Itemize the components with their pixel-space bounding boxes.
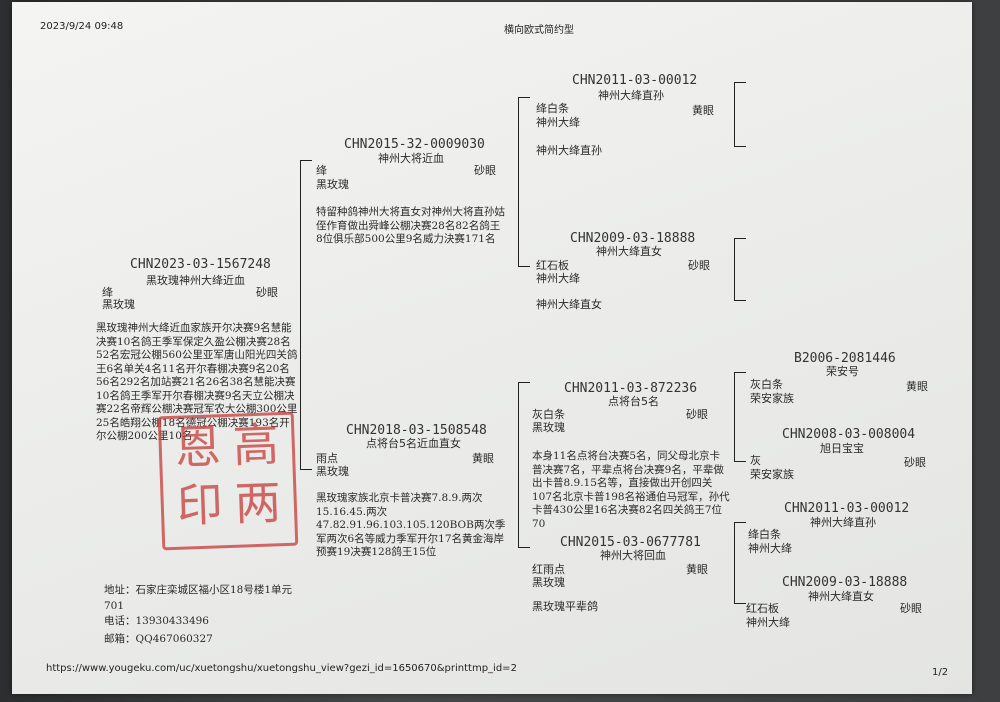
bracket-line bbox=[734, 146, 746, 147]
sire-notes: 特留种鸽神州大将直女对神州大将直孙姑侄作育做出舜峰公棚决赛28名82名鸽王8位俱… bbox=[316, 206, 505, 245]
dss-line: 荣安家族 bbox=[750, 392, 794, 405]
dss-name: 荣安号 bbox=[826, 365, 859, 378]
stamp-glyph: 印 bbox=[175, 477, 224, 533]
dss-eye: 黄眼 bbox=[906, 380, 928, 393]
bracket-line bbox=[734, 82, 735, 147]
ddd-line: 神州大绛 bbox=[746, 616, 790, 629]
subject-line: 黑玫瑰 bbox=[102, 298, 135, 311]
ddd-eye: 砂眼 bbox=[900, 602, 922, 615]
bracket-line bbox=[734, 603, 746, 604]
dd-eye: 黄眼 bbox=[686, 563, 708, 576]
bracket-line bbox=[300, 160, 312, 161]
ddd-ring: CHN2009-03-18888 bbox=[782, 575, 908, 590]
ss-line: 神州大绛 bbox=[536, 116, 580, 129]
dsd-ring: CHN2008-03-008004 bbox=[782, 427, 916, 442]
dam-ring: CHN2018-03-1508548 bbox=[346, 423, 487, 438]
dam-eye: 黄眼 bbox=[472, 452, 494, 465]
dss-color: 灰白条 bbox=[750, 378, 783, 391]
bracket-line bbox=[518, 266, 530, 267]
dss-ring: B2006-2081446 bbox=[794, 351, 896, 366]
bracket-line bbox=[518, 382, 530, 383]
dsd-name: 旭日宝宝 bbox=[820, 442, 864, 455]
bracket-line bbox=[734, 238, 735, 301]
subject-color: 绛 bbox=[102, 286, 113, 299]
bracket-line bbox=[518, 547, 530, 548]
sd-name: 神州大绛直女 bbox=[596, 245, 662, 258]
sire-eye: 砂眼 bbox=[474, 164, 496, 177]
subject-name: 黑玫瑰神州大绛近血 bbox=[146, 274, 245, 287]
contact-email: 邮箱：QQ467060327 bbox=[104, 633, 213, 645]
dds-ring: CHN2011-03-00012 bbox=[784, 501, 910, 516]
ds-name: 点将台5名 bbox=[608, 395, 659, 408]
ds-eye: 砂眼 bbox=[686, 408, 708, 421]
ddd-color: 红石板 bbox=[746, 602, 779, 615]
subject-ring: CHN2023-03-1567248 bbox=[130, 257, 271, 272]
dsd-line: 荣安家族 bbox=[750, 468, 794, 481]
bracket-line bbox=[518, 97, 519, 267]
bracket-line bbox=[300, 160, 301, 470]
sire-ring: CHN2015-32-0009030 bbox=[344, 137, 485, 152]
bracket-line bbox=[734, 238, 746, 239]
bracket-line bbox=[734, 300, 746, 301]
dsd-color: 灰 bbox=[750, 454, 761, 467]
dam-name: 点将台5名近血直女 bbox=[366, 437, 461, 450]
dd-ring: CHN2015-03-0677781 bbox=[560, 535, 701, 550]
sire-name: 神州大将近血 bbox=[378, 152, 444, 165]
dsd-eye: 砂眼 bbox=[904, 456, 926, 469]
bracket-line bbox=[734, 372, 735, 462]
stamp-glyph: 恩 bbox=[173, 419, 222, 475]
subject-notes: 黑玫瑰神州大绛近血家族开尔决赛9名慧能决赛10名鸽王季军保定久盈公棚决赛28名5… bbox=[96, 322, 298, 442]
dd-extra: 黑玫瑰平辈鸽 bbox=[532, 600, 598, 613]
ss-color: 绛白条 bbox=[536, 102, 569, 115]
ss-extra: 神州大绛直孙 bbox=[536, 144, 602, 157]
sd-color: 红石板 bbox=[536, 259, 569, 272]
dd-line: 黑玫瑰 bbox=[532, 576, 565, 589]
stamp-glyph: 高 bbox=[231, 417, 280, 473]
pedigree-sheet: 2023/9/24 09:48 横向欧式简约型 CHN2023-03-15672… bbox=[12, 2, 972, 694]
ds-ring: CHN2011-03-872236 bbox=[564, 381, 698, 396]
bracket-line bbox=[518, 382, 519, 548]
bracket-line bbox=[734, 522, 735, 604]
bracket-line bbox=[300, 469, 312, 470]
sire-color: 绛 bbox=[316, 164, 327, 177]
ds-notes: 本身11名点将台决赛5名，同父母北京卡普决赛7名，平辈点将台决赛9名，平辈做出卡… bbox=[532, 450, 730, 530]
bracket-line bbox=[734, 461, 746, 462]
contact-address: 地址：石家庄栾城区福小区18号楼1单元701 bbox=[104, 584, 293, 612]
sd-eye: 砂眼 bbox=[688, 259, 710, 272]
ss-name: 神州大绛直孙 bbox=[598, 89, 664, 102]
dds-color: 绛白条 bbox=[748, 528, 781, 541]
print-timestamp: 2023/9/24 09:48 bbox=[40, 21, 124, 32]
sd-extra: 神州大绛直女 bbox=[536, 298, 602, 311]
ds-color: 灰白条 bbox=[532, 408, 565, 421]
source-url: https://www.yougeku.com/uc/xuetongshu/xu… bbox=[46, 663, 517, 674]
ds-line: 黑玫瑰 bbox=[532, 421, 565, 434]
bracket-line bbox=[518, 97, 530, 98]
dd-color: 红雨点 bbox=[532, 563, 565, 576]
subject-eye: 砂眼 bbox=[256, 286, 278, 299]
bracket-line bbox=[734, 372, 746, 373]
dds-name: 神州大绛直孙 bbox=[810, 516, 876, 529]
sire-line: 黑玫瑰 bbox=[316, 178, 349, 191]
dds-line: 神州大绛 bbox=[748, 542, 792, 555]
contact-phone: 电话：13930433496 bbox=[104, 615, 209, 627]
dam-color: 雨点 bbox=[316, 452, 338, 465]
dam-line: 黑玫瑰 bbox=[316, 465, 349, 478]
page-number: 1/2 bbox=[932, 667, 949, 678]
ddd-name: 神州大绛直女 bbox=[808, 590, 874, 603]
ss-eye: 黄眼 bbox=[692, 104, 714, 117]
sd-line: 神州大绛 bbox=[536, 272, 580, 285]
stamp-glyph: 两 bbox=[233, 475, 282, 531]
template-title: 横向欧式简约型 bbox=[504, 25, 574, 36]
bracket-line bbox=[734, 82, 746, 83]
bracket-line bbox=[734, 522, 746, 523]
red-seal-stamp: 恩高 印两 bbox=[157, 411, 299, 551]
ss-ring: CHN2011-03-00012 bbox=[572, 73, 698, 88]
sd-ring: CHN2009-03-18888 bbox=[570, 231, 696, 246]
dd-name: 神州大将回血 bbox=[600, 549, 666, 562]
dam-notes: 黑玫瑰家族北京卡普决赛7.8.9.两次15.16.45.两次47.82.91.9… bbox=[316, 492, 506, 558]
